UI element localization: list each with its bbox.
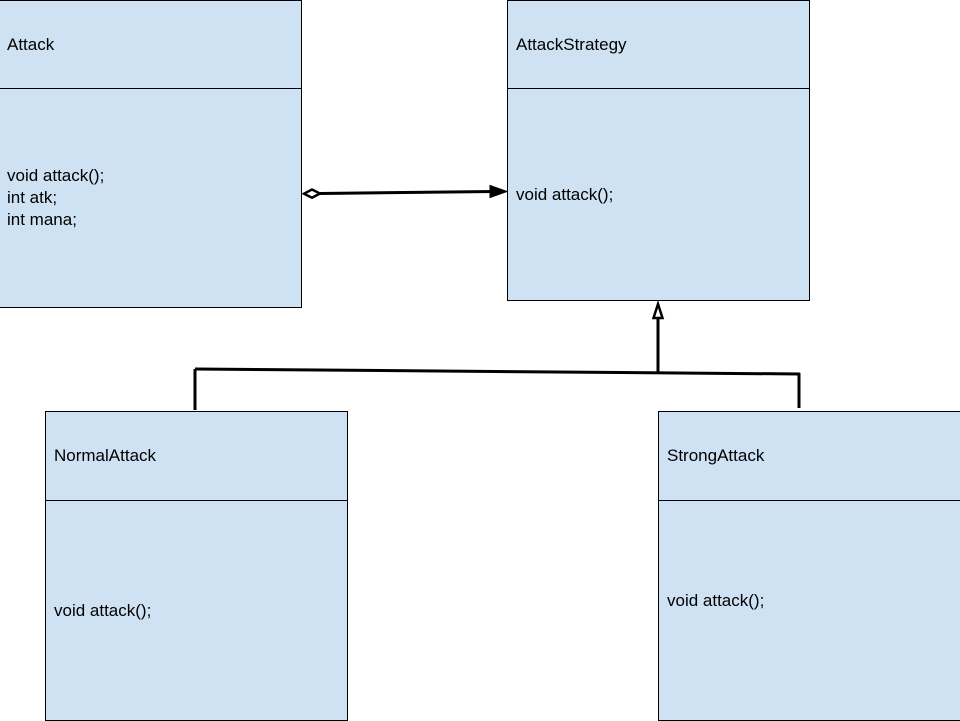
- aggregation-connector[interactable]: [301, 184, 509, 200]
- generalization-triangle-icon: [651, 299, 665, 320]
- class-attack-member: int atk;: [7, 188, 58, 207]
- generalization-connector[interactable]: [193, 299, 801, 410]
- class-strong-attack-name: StrongAttack: [659, 412, 960, 501]
- aggregation-line: [319, 190, 495, 195]
- class-attack[interactable]: Attack void attack(); int atk; int mana;: [0, 0, 302, 308]
- class-strong-attack-members: void attack();: [659, 501, 960, 720]
- aggregation-diamond-icon: [301, 188, 323, 200]
- generalization-bus-line: [194, 367, 801, 376]
- class-strong-attack-member: void attack();: [667, 590, 765, 610]
- class-attack-strategy-name: AttackStrategy: [508, 1, 809, 89]
- class-normal-attack-name: NormalAttack: [46, 412, 347, 501]
- class-normal-attack-member: void attack();: [54, 600, 152, 620]
- class-attack-strategy-members: void attack();: [508, 89, 809, 300]
- class-attack-strategy[interactable]: AttackStrategy void attack();: [507, 0, 810, 301]
- class-attack-strategy-member: void attack();: [516, 184, 614, 204]
- class-attack-member: void attack();: [7, 166, 105, 185]
- class-attack-member: int mana;: [7, 210, 77, 229]
- arrowhead-icon: [489, 184, 509, 199]
- class-attack-members: void attack(); int atk; int mana;: [0, 89, 301, 307]
- class-normal-attack-members: void attack();: [46, 501, 347, 720]
- class-attack-name: Attack: [0, 1, 301, 89]
- class-normal-attack[interactable]: NormalAttack void attack();: [45, 411, 348, 721]
